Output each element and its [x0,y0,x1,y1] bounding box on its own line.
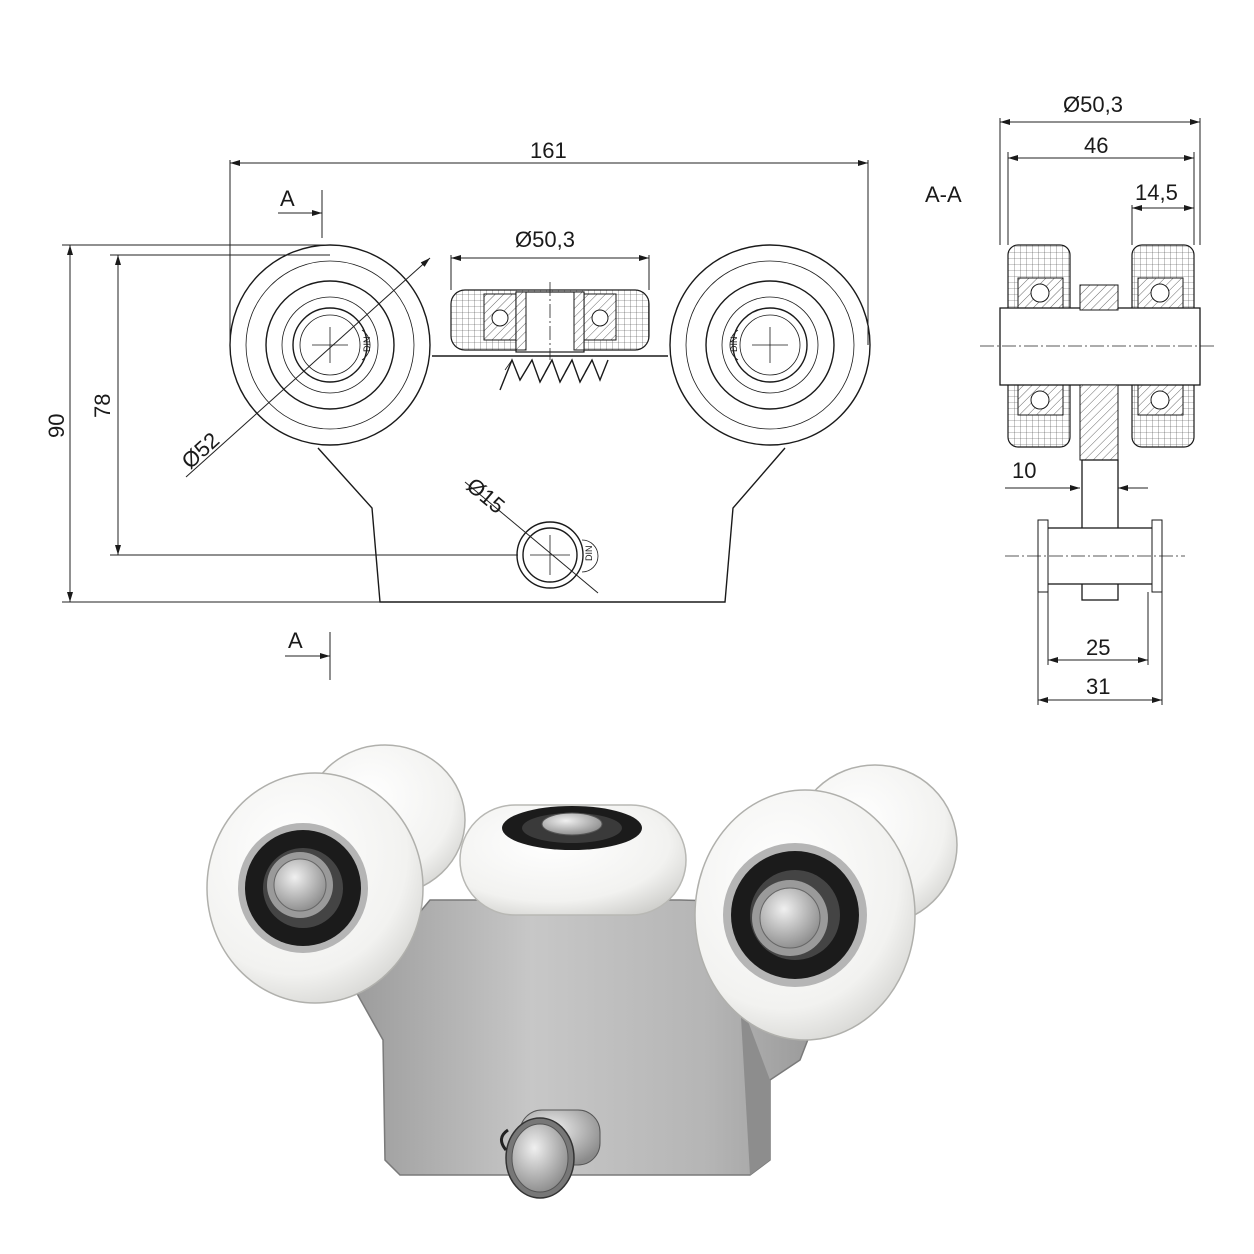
steel-pin [500,1109,601,1199]
bottom-pin: DIN Ø15 [462,473,599,594]
width-dim: 161 [530,138,567,163]
wheel-diameter-dim: Ø52 [177,427,225,473]
top-wheel [459,804,687,916]
axle-section [999,307,1201,386]
top-wheel-section: Ø50,3 [450,227,650,391]
section-marker-top: A [278,186,323,238]
wheel-span-dim: 46 [1084,133,1108,158]
section-wheel-diameter-dim: Ø50,3 [1063,92,1123,117]
wheel-width-dim: 14,5 [1135,180,1178,205]
product-illustration [206,744,958,1199]
pin-diameter-dim: Ø15 [462,473,510,519]
pin-inner-dim: 25 [1086,635,1110,660]
clip-label-right: DIN [729,337,739,353]
clip-label-pin: DIN [584,546,594,562]
clip-label-left: DIN [362,337,372,353]
top-wheel-diameter-dim: Ø50,3 [515,227,575,252]
pin-outer-dim: 31 [1086,674,1110,699]
front-left-wheel [206,772,424,1004]
section-view-a-a: A-A Ø50,3 46 [925,92,1215,705]
front-view: DIN DIN [44,138,871,680]
front-right-wheel [694,789,916,1041]
plate-section [1079,384,1119,461]
carrier-plate-outline [317,447,786,603]
svg-text:A: A [288,628,303,653]
svg-text:A: A [280,186,295,211]
section-title: A-A [925,182,962,207]
section-marker-bottom: A [285,628,331,680]
height-inner-dim: 78 [90,394,115,418]
right-wheel: DIN [669,244,871,446]
left-wheel: DIN [229,244,431,446]
height-outer-dim: 90 [44,414,69,438]
plate-thickness-dim: 10 [1012,458,1036,483]
